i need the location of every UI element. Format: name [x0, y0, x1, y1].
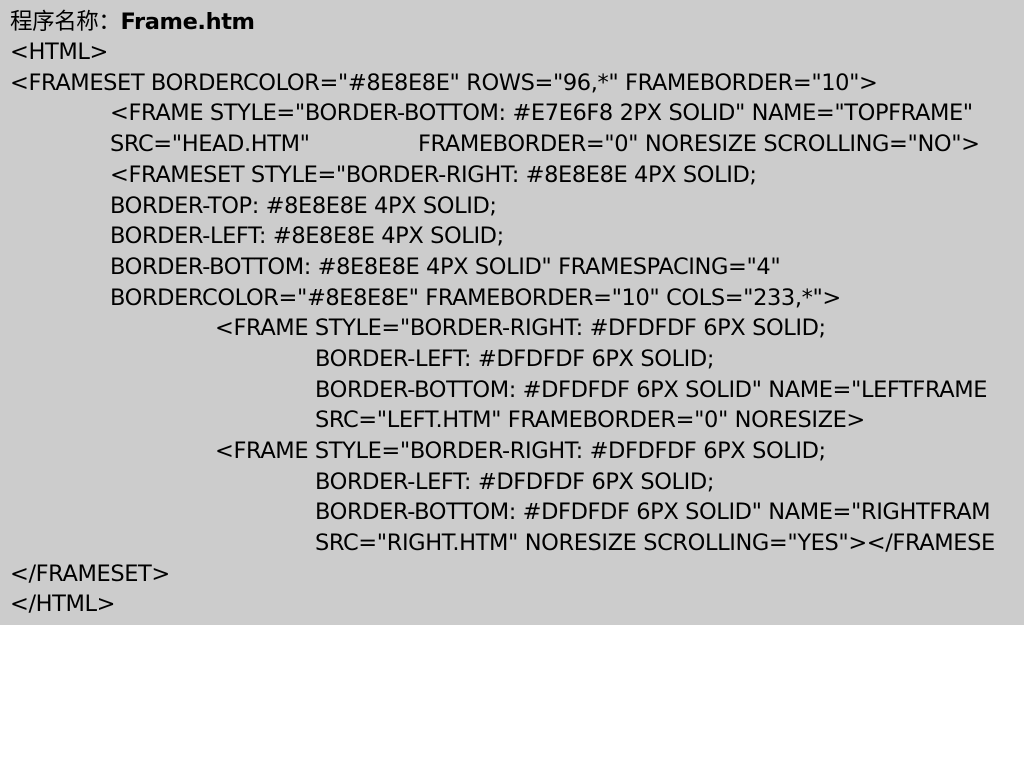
code-line: <FRAMESET STYLE="BORDER-RIGHT: #8E8E8E 4… — [110, 162, 757, 188]
code-line: <HTML> — [10, 39, 108, 65]
program-title: 程序名称：Frame.htm — [10, 7, 255, 37]
code-line: BORDER-LEFT: #DFDFDF 6PX SOLID; — [315, 469, 714, 495]
code-line: SRC="RIGHT.HTM" NORESIZE SCROLLING="YES"… — [315, 530, 995, 556]
code-line: BORDER-BOTTOM: #DFDFDF 6PX SOLID" NAME="… — [315, 499, 991, 525]
code-line: <FRAME STYLE="BORDER-RIGHT: #DFDFDF 6PX … — [215, 438, 826, 464]
code-line: BORDER-LEFT: #DFDFDF 6PX SOLID; — [315, 346, 714, 372]
code-line: SRC="HEAD.HTM" — [110, 131, 310, 157]
code-line: </FRAMESET> — [10, 561, 170, 587]
code-line: BORDER-TOP: #8E8E8E 4PX SOLID; — [110, 193, 497, 219]
code-line: BORDER-BOTTOM: #8E8E8E 4PX SOLID" FRAMES… — [110, 254, 781, 280]
code-line: SRC="LEFT.HTM" FRAMEBORDER="0" NORESIZE> — [315, 407, 865, 433]
code-line: <FRAME STYLE="BORDER-RIGHT: #DFDFDF 6PX … — [215, 315, 826, 341]
code-line: BORDER-LEFT: #8E8E8E 4PX SOLID; — [110, 223, 504, 249]
code-line: BORDER-BOTTOM: #DFDFDF 6PX SOLID" NAME="… — [315, 377, 988, 403]
code-line: <FRAME STYLE="BORDER-BOTTOM: #E7E6F8 2PX… — [110, 100, 973, 126]
code-line: BORDERCOLOR="#8E8E8E" FRAMEBORDER="10" C… — [110, 285, 841, 311]
code-line: </HTML> — [10, 591, 116, 617]
program-title-label: 程序名称： — [10, 9, 121, 35]
code-line: FRAMEBORDER="0" NORESIZE SCROLLING="NO"> — [418, 131, 980, 157]
code-line: <FRAMESET BORDERCOLOR="#8E8E8E" ROWS="96… — [10, 70, 878, 96]
code-panel: 程序名称：Frame.htm <HTML> <FRAMESET BORDERCO… — [0, 0, 1024, 625]
program-filename: Frame.htm — [120, 9, 255, 35]
